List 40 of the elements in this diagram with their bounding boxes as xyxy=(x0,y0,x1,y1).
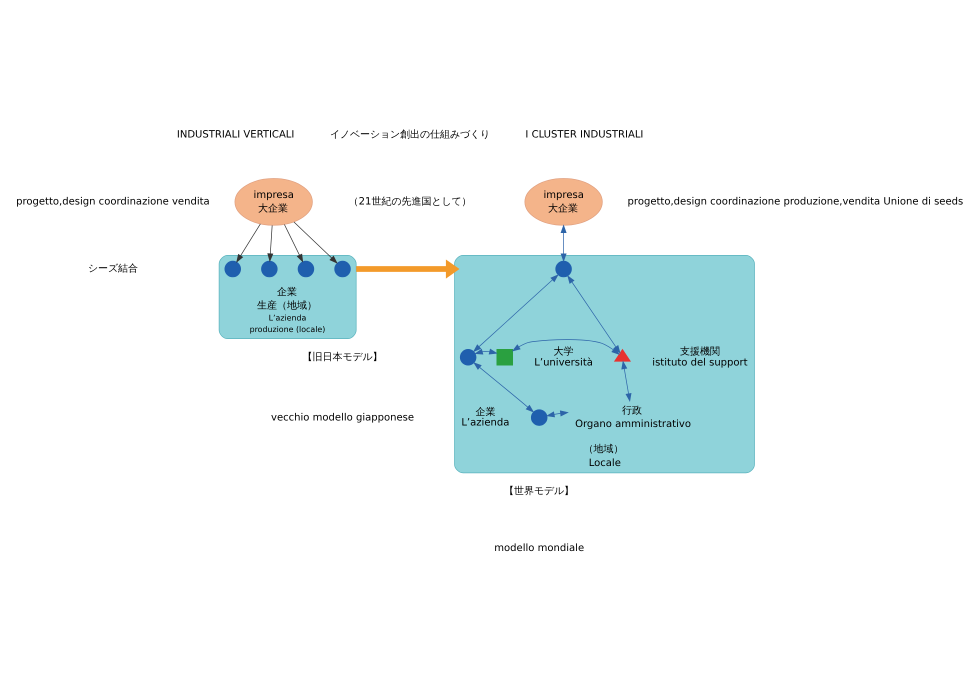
node-circle xyxy=(460,348,476,366)
node-circle xyxy=(298,260,314,277)
label: （21世紀の先進国として） xyxy=(348,196,472,208)
label: modello mondiale xyxy=(494,542,584,554)
arrow xyxy=(284,224,304,262)
node-circle xyxy=(530,408,548,426)
node-label: 支援機関 xyxy=(680,346,720,358)
arrow xyxy=(621,360,632,402)
label: 【世界モデル】 xyxy=(504,486,574,497)
label: I CLUSTER INDUSTRIALI xyxy=(525,128,644,140)
arrow xyxy=(236,223,261,262)
node-circle xyxy=(224,260,241,277)
arrow xyxy=(356,259,460,278)
arrow xyxy=(546,410,569,417)
label: シーズ結合 xyxy=(88,263,138,274)
node-circle xyxy=(334,260,351,277)
node-ellipse: impresa 大企業 xyxy=(524,178,603,226)
label: イノベーション創出の仕組みづくり xyxy=(330,128,490,140)
node-circle xyxy=(261,260,278,277)
arrow xyxy=(473,362,534,412)
node-circle xyxy=(555,260,572,277)
arrow xyxy=(294,221,338,264)
arrow xyxy=(560,224,567,262)
label: progetto,design coordinazione produzione,vendita Unione di seeds xyxy=(628,196,964,208)
node-label: L’università xyxy=(534,356,593,368)
node-label: 企業 xyxy=(475,406,496,418)
label: 【旧日本モデル】 xyxy=(302,351,383,362)
node-triangle xyxy=(614,348,632,362)
node-label: istituto del support xyxy=(652,356,748,368)
label: vecchio modello giapponese xyxy=(271,412,414,423)
arrow xyxy=(472,274,559,352)
node-box xyxy=(496,348,513,366)
label: INDUSTRIALI VERTICALI xyxy=(176,128,294,140)
node-label: 大学 xyxy=(554,346,574,358)
label: progetto,design coordinazione vendita xyxy=(16,196,210,208)
arrow xyxy=(474,348,498,354)
node-text: 行政 Organo amministrativo xyxy=(575,404,691,430)
arrow xyxy=(267,224,274,262)
node-ellipse: impresa 大企業 xyxy=(234,178,313,226)
node-label: L’azienda xyxy=(461,417,510,428)
